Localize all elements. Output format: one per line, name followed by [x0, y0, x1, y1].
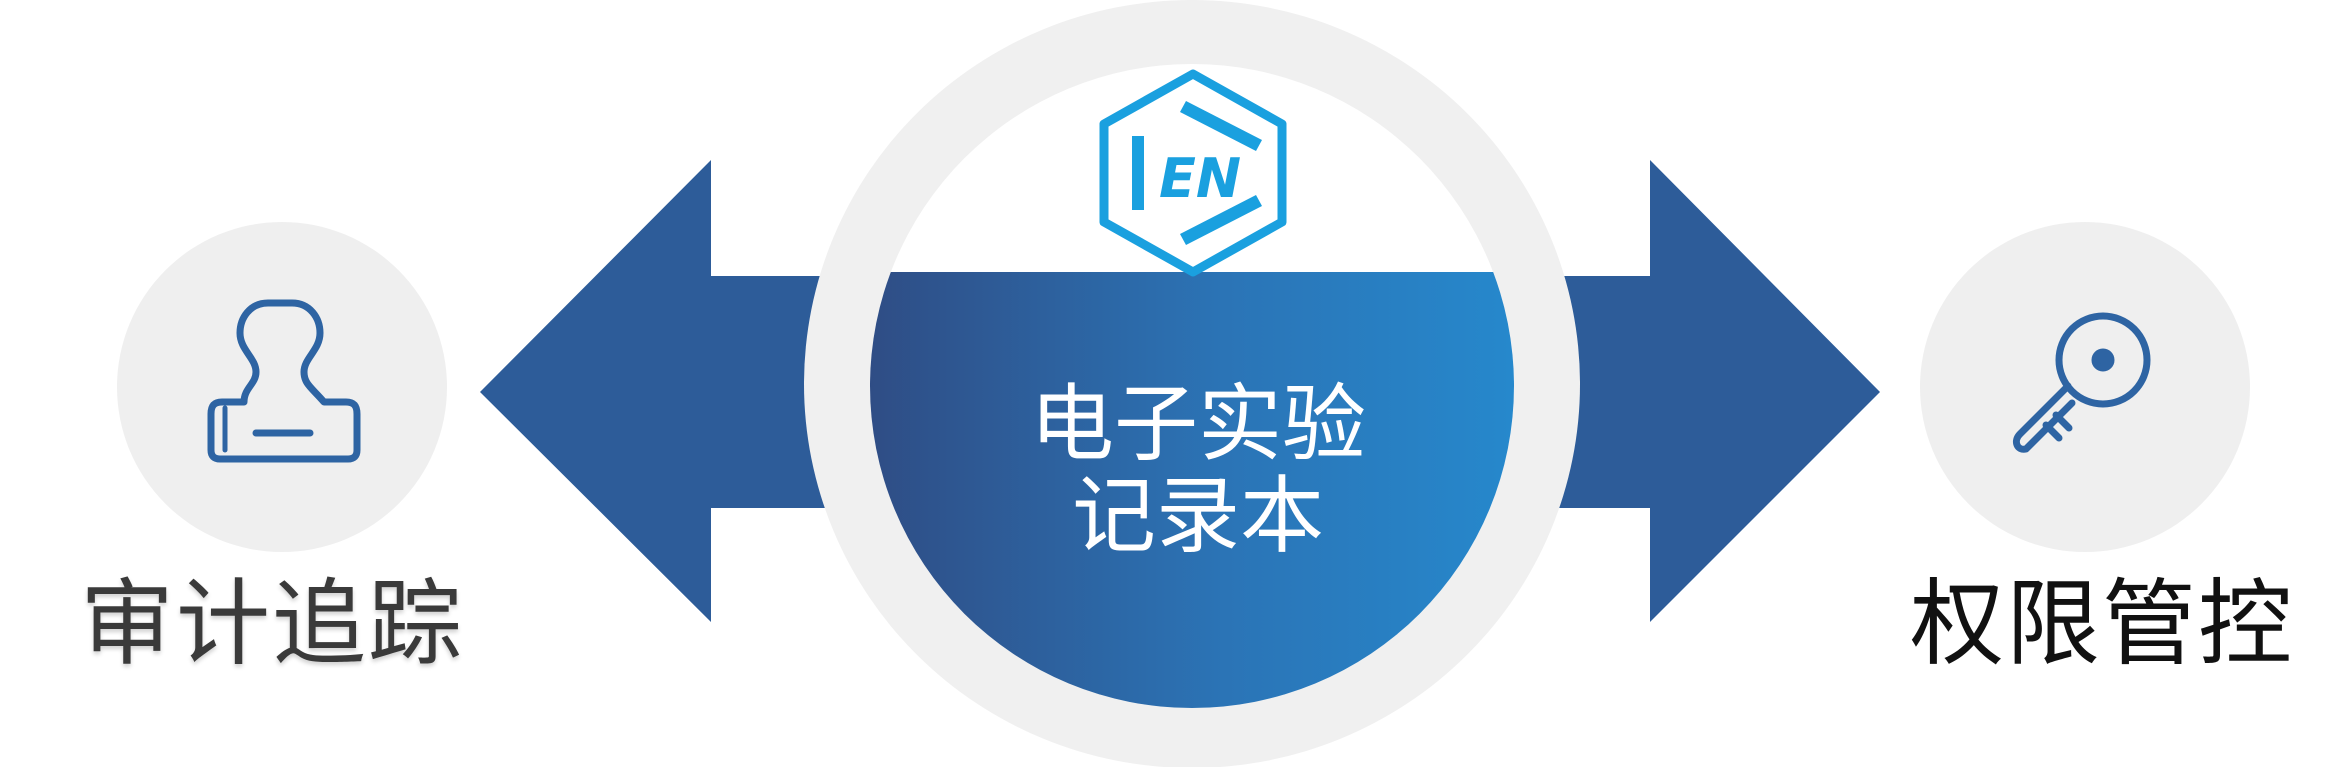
- audit-trail-circle: [117, 222, 447, 552]
- audit-trail-label: 审计追踪: [80, 570, 465, 679]
- stamp-icon: [207, 299, 361, 463]
- center-blue-segment: [870, 272, 1514, 708]
- key-icon: [2012, 312, 2151, 453]
- hexagon-en-logo: EN: [1099, 69, 1287, 277]
- left-arrow: [480, 160, 900, 622]
- center-title: 电子实验 记录本: [1018, 378, 1378, 563]
- permission-control-circle: [1920, 222, 2250, 552]
- center-title-line1: 电子实验: [1029, 375, 1366, 473]
- center-title-line2: 记录本: [1071, 467, 1324, 566]
- logo-text: EN: [1159, 147, 1241, 210]
- permission-control-label: 权限管控: [1910, 570, 2295, 679]
- right-arrow: [1460, 160, 1880, 622]
